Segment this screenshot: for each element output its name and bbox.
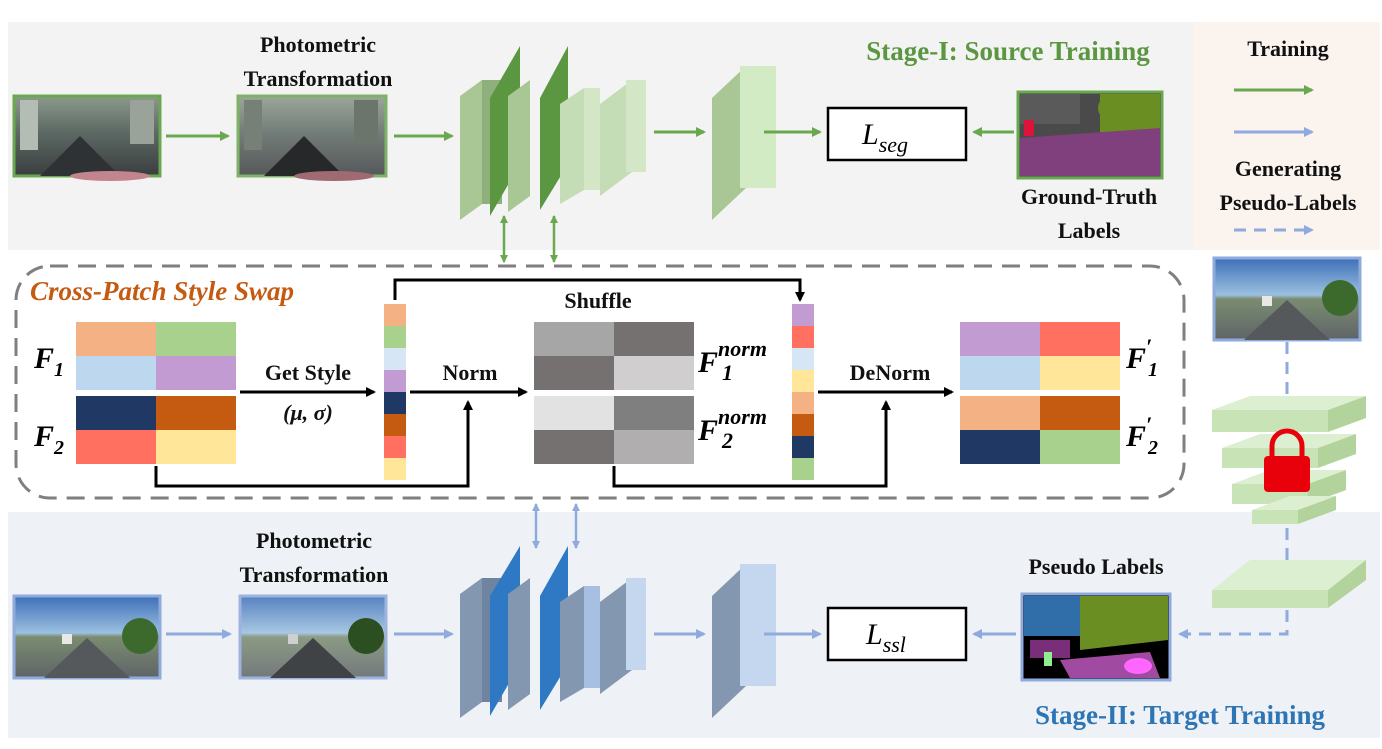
f1-label: F1 xyxy=(33,342,64,381)
style-vector-right xyxy=(792,304,814,480)
f1-norm-patches xyxy=(534,322,694,390)
f2-norm-patches xyxy=(534,396,694,464)
stage2-loss-box xyxy=(826,606,968,662)
cross-patch-style-swap-box xyxy=(14,264,1186,500)
shuffle-label: Shuffle xyxy=(564,288,631,313)
stage2-title: Stage-II: Target Training xyxy=(1035,700,1326,730)
get-style-label: Get Style xyxy=(265,360,351,385)
stage1-loss-label: Lseg xyxy=(861,118,908,157)
ground-truth-line1: Ground-Truth xyxy=(1021,184,1157,209)
f2-prime-label: F′2 xyxy=(1125,412,1158,459)
features-to-norm-arrow xyxy=(154,400,473,488)
pseudo-labels-image xyxy=(1020,592,1172,682)
stage1-title: Stage-I: Source Training xyxy=(866,36,1150,66)
legend-generating-line2: Pseudo-Labels xyxy=(1220,190,1357,215)
legend-background xyxy=(1194,22,1380,250)
stage2-photometric-line1: Photometric xyxy=(256,528,372,553)
stage1-input-image xyxy=(12,94,162,181)
style-vector-left xyxy=(384,304,406,480)
stage2-photometric-line2: Transformation xyxy=(240,562,389,587)
f2-label: F2 xyxy=(33,420,64,459)
denorm-label: DeNorm xyxy=(850,360,931,385)
stage1-photometric-line1: Photometric xyxy=(260,32,376,57)
legend-training-label: Training xyxy=(1247,36,1329,61)
stage2-loss-label: Lssl xyxy=(865,618,906,657)
f1-prime-label: F′1 xyxy=(1125,334,1158,381)
mu-sigma-label: (μ, σ) xyxy=(283,400,333,425)
pseudo-labels-caption: Pseudo Labels xyxy=(1028,554,1164,579)
stage2-network xyxy=(460,546,776,718)
stage2-photometric-image xyxy=(238,594,388,680)
f2-prime-patches xyxy=(960,396,1120,464)
norm-label: Norm xyxy=(443,360,498,385)
generator-arrow-out xyxy=(1178,610,1289,639)
generator-output-layer xyxy=(1212,560,1366,608)
f1-prime-patches xyxy=(960,322,1120,390)
f1-patches xyxy=(76,322,236,390)
shuffle-arrow xyxy=(393,278,805,302)
ground-truth-labels-image xyxy=(1016,90,1164,180)
cpss-title: Cross-Patch Style Swap xyxy=(30,276,294,306)
stage1-network xyxy=(460,46,776,220)
stage1-photometric-line2: Transformation xyxy=(244,66,393,91)
stage2-input-image xyxy=(12,594,162,680)
target-input-image-right xyxy=(1212,256,1362,342)
legend-generating-line1: Generating xyxy=(1235,156,1341,181)
ground-truth-line2: Labels xyxy=(1058,218,1121,243)
f2-patches xyxy=(76,396,236,464)
norm-to-denorm-arrow xyxy=(612,400,891,488)
stage1-photometric-image xyxy=(236,94,388,181)
stage1-loss-box xyxy=(826,106,968,162)
lock-icon xyxy=(1264,428,1310,492)
